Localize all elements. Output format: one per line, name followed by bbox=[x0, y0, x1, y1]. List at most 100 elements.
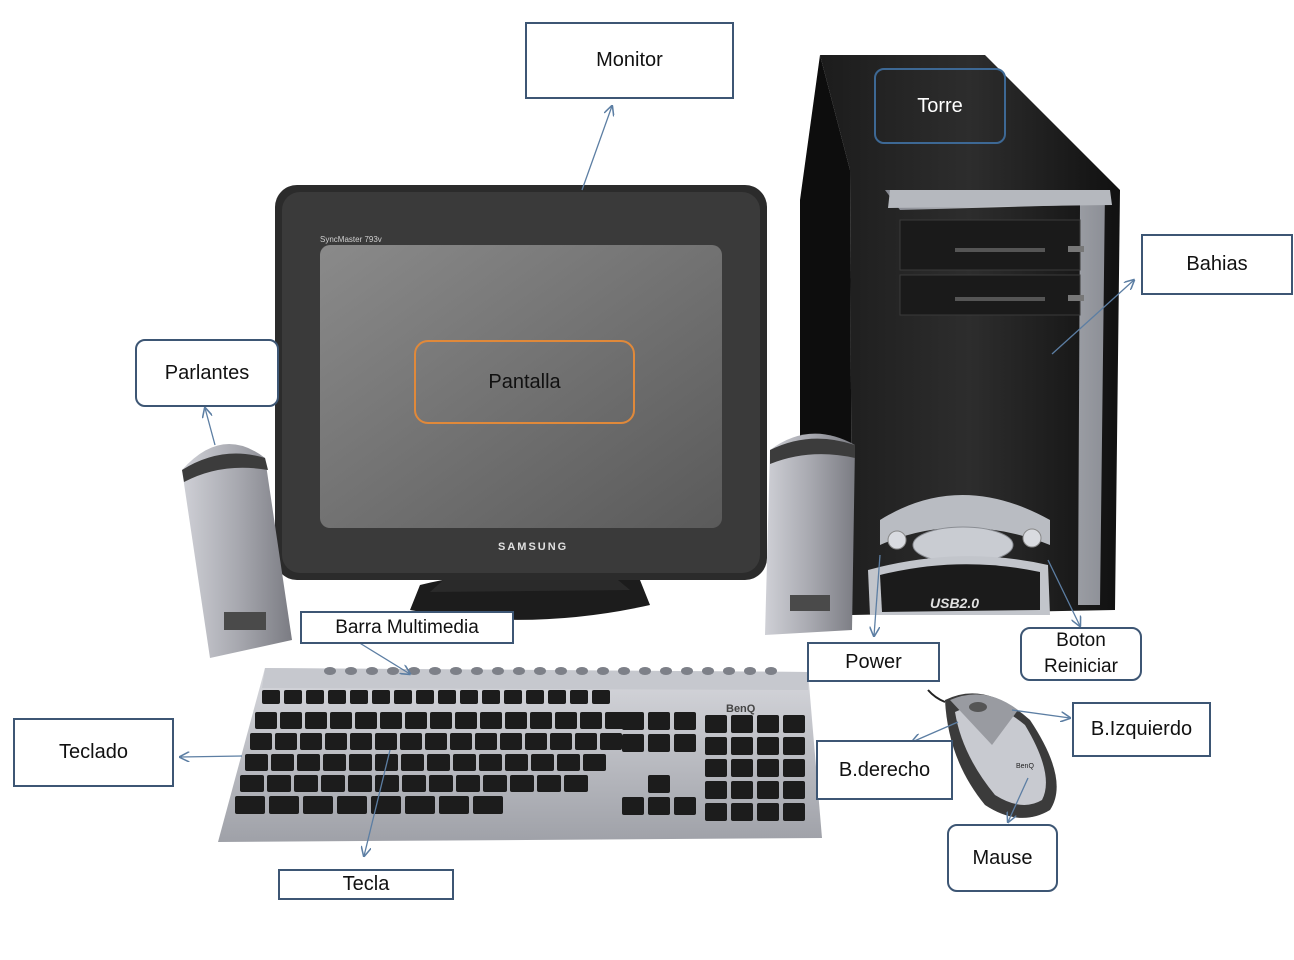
label-barra-multimedia: Barra Multimedia bbox=[300, 611, 514, 644]
keyboard-key bbox=[355, 712, 377, 729]
numpad-key bbox=[731, 759, 753, 777]
multimedia-button bbox=[387, 667, 399, 675]
keyboard-key bbox=[583, 754, 606, 771]
label-boton-reiniciar: Boton Reiniciar bbox=[1020, 627, 1142, 681]
keyboard-key bbox=[271, 754, 294, 771]
keyboard-key bbox=[531, 754, 554, 771]
keyboard-key bbox=[275, 733, 297, 750]
numpad-key bbox=[705, 737, 727, 755]
keyboard-key bbox=[456, 775, 480, 792]
multimedia-button bbox=[597, 667, 609, 675]
numpad-key bbox=[757, 781, 779, 799]
multimedia-button bbox=[324, 667, 336, 675]
multimedia-button bbox=[702, 667, 714, 675]
arrow-teclado bbox=[180, 756, 243, 757]
multimedia-button bbox=[723, 667, 735, 675]
label-pantalla: Pantalla bbox=[414, 340, 635, 424]
keyboard-key bbox=[548, 690, 566, 704]
label-torre: Torre bbox=[874, 68, 1006, 144]
arrow-key bbox=[622, 797, 644, 815]
nav-key bbox=[648, 712, 670, 730]
nav-key bbox=[674, 734, 696, 752]
arrow-key bbox=[674, 797, 696, 815]
keyboard-key bbox=[425, 733, 447, 750]
keyboard-key bbox=[460, 690, 478, 704]
keyboard-key bbox=[429, 775, 453, 792]
nav-key bbox=[648, 734, 670, 752]
keyboard-key bbox=[255, 712, 277, 729]
keyboard-key bbox=[400, 733, 422, 750]
keyboard-key bbox=[305, 712, 327, 729]
keyboard-key bbox=[350, 733, 372, 750]
arrow-boton-reiniciar bbox=[1047, 559, 1080, 626]
keyboard-key bbox=[303, 796, 333, 814]
keyboard-key bbox=[526, 690, 544, 704]
numpad-key bbox=[757, 715, 779, 733]
arrow-key bbox=[648, 797, 670, 815]
keyboard-key bbox=[280, 712, 302, 729]
nav-key bbox=[622, 734, 644, 752]
keyboard-key bbox=[394, 690, 412, 704]
multimedia-button bbox=[366, 667, 378, 675]
numpad-key bbox=[731, 715, 753, 733]
keyboard-key bbox=[325, 733, 347, 750]
keyboard-key bbox=[405, 796, 435, 814]
label-power: Power bbox=[807, 642, 940, 682]
keyboard-key bbox=[350, 690, 368, 704]
mouse-brand-text: BenQ bbox=[1016, 763, 1034, 770]
keyboard-key bbox=[537, 775, 561, 792]
keyboard-key bbox=[235, 796, 265, 814]
keyboard-key bbox=[500, 733, 522, 750]
multimedia-button bbox=[471, 667, 483, 675]
arrow-b-derecho bbox=[912, 721, 959, 742]
keyboard-key bbox=[427, 754, 450, 771]
arrow-bahias bbox=[1051, 280, 1134, 355]
label-b-derecho: B.derecho bbox=[816, 740, 953, 800]
keyboard-key bbox=[297, 754, 320, 771]
left-speaker-illustration bbox=[182, 444, 292, 658]
keyboard-key bbox=[580, 712, 602, 729]
keyboard-key bbox=[306, 690, 324, 704]
keyboard-key bbox=[557, 754, 580, 771]
keyboard-key bbox=[321, 775, 345, 792]
label-teclado: Teclado bbox=[13, 718, 174, 787]
keyboard-key bbox=[455, 712, 477, 729]
keyboard-key bbox=[430, 712, 452, 729]
keyboard-key bbox=[262, 690, 280, 704]
keyboard-key bbox=[525, 733, 547, 750]
keyboard-key bbox=[372, 690, 390, 704]
multimedia-button bbox=[639, 667, 651, 675]
arrow-b-izquierdo bbox=[1011, 709, 1070, 718]
keyboard-key bbox=[245, 754, 268, 771]
label-b-izquierdo: B.Izquierdo bbox=[1072, 702, 1211, 757]
keyboard-key bbox=[330, 712, 352, 729]
multimedia-button bbox=[450, 667, 462, 675]
label-mause: Mause bbox=[947, 824, 1058, 892]
right-speaker-illustration bbox=[765, 433, 855, 635]
keyboard-key bbox=[570, 690, 588, 704]
arrow-barra-multimedia bbox=[357, 641, 410, 674]
keyboard-key bbox=[250, 733, 272, 750]
keyboard-key bbox=[380, 712, 402, 729]
keyboard-key bbox=[294, 775, 318, 792]
keyboard-key bbox=[284, 690, 302, 704]
keyboard-key bbox=[240, 775, 264, 792]
keyboard-key bbox=[401, 754, 424, 771]
multimedia-button bbox=[513, 667, 525, 675]
keyboard-key bbox=[600, 733, 622, 750]
keyboard-key bbox=[337, 796, 367, 814]
multimedia-button bbox=[576, 667, 588, 675]
multimedia-button bbox=[681, 667, 693, 675]
keyboard-key bbox=[371, 796, 401, 814]
monitor-illustration: SyncMaster 793v SAMSUNG bbox=[275, 185, 767, 620]
numpad-key bbox=[705, 715, 727, 733]
multimedia-button bbox=[744, 667, 756, 675]
keyboard-key bbox=[375, 775, 399, 792]
keyboard-key bbox=[480, 712, 502, 729]
label-bahias: Bahias bbox=[1141, 234, 1293, 295]
keyboard-brand-text: BenQ bbox=[726, 703, 756, 715]
keyboard-key bbox=[505, 712, 527, 729]
arrow-mause bbox=[1008, 777, 1029, 822]
keyboard-key bbox=[453, 754, 476, 771]
